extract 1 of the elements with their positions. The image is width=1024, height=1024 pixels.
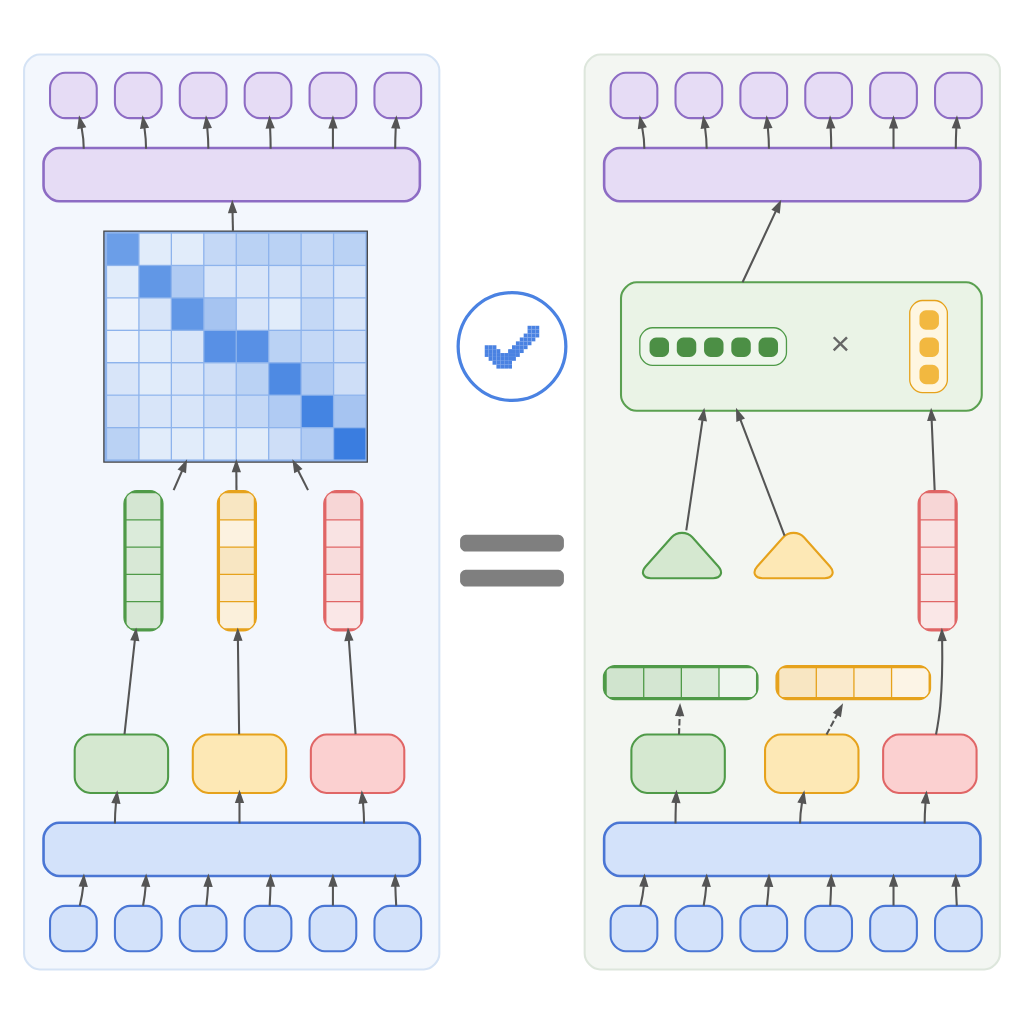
label: × (830, 323, 851, 362)
